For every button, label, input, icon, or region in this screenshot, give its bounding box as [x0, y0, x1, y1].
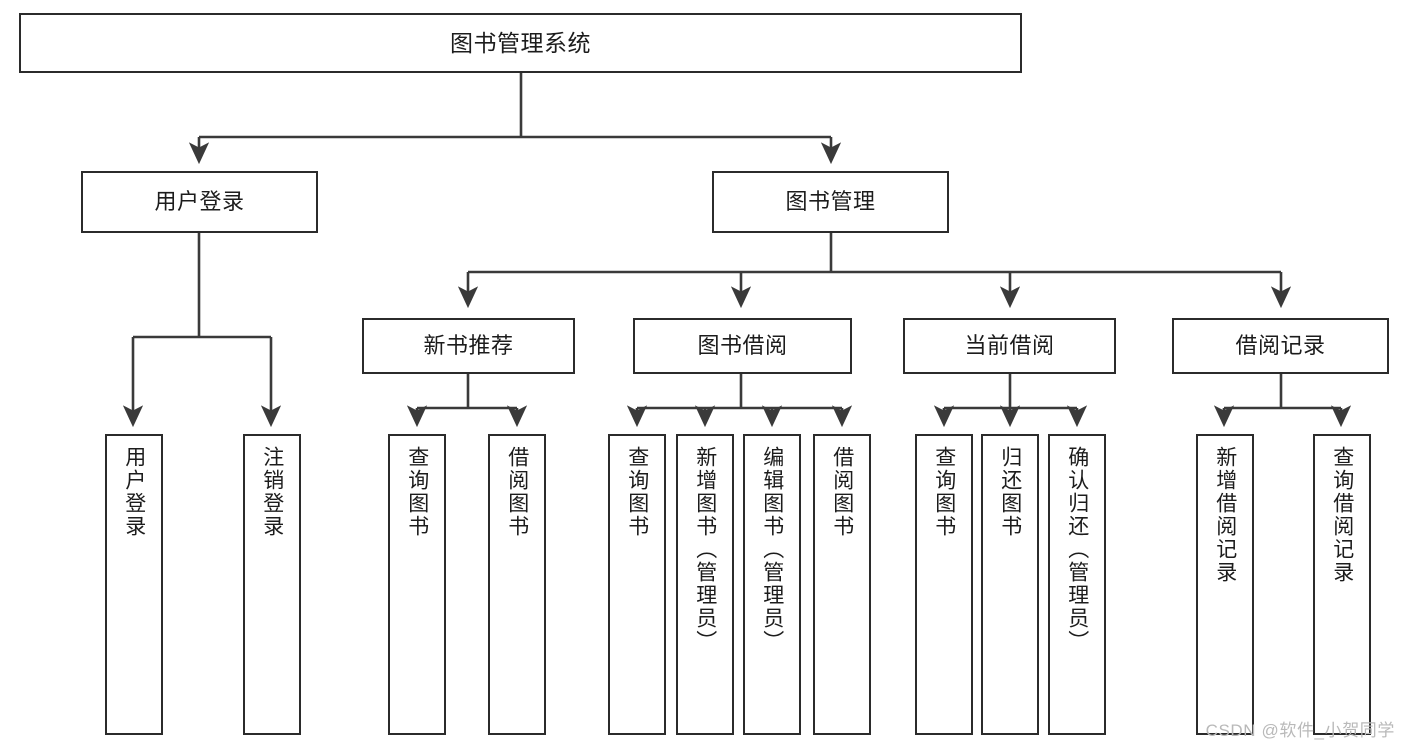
node-book-borrow[interactable]: 图书借阅: [633, 318, 852, 374]
node-current-borrow-label: 当前借阅: [964, 333, 1055, 359]
node-leaf-query-book-3[interactable]: 查询图书: [915, 434, 973, 735]
node-leaf-borrow-book-1-label: 借阅图书: [505, 446, 529, 538]
node-leaf-user-login[interactable]: 用户登录: [105, 434, 163, 735]
node-leaf-edit-book-label: 编辑图书（管理员）: [760, 446, 784, 653]
node-borrow-record-label: 借阅记录: [1235, 333, 1326, 359]
node-leaf-query-book-3-label: 查询图书: [932, 446, 956, 538]
node-leaf-confirm-return-label: 确认归还（管理员）: [1065, 446, 1089, 653]
node-leaf-query-book-1-label: 查询图书: [405, 446, 429, 538]
node-book-manage-label: 图书管理: [785, 189, 876, 215]
node-leaf-edit-book[interactable]: 编辑图书（管理员）: [743, 434, 801, 735]
node-leaf-query-record[interactable]: 查询借阅记录: [1313, 434, 1371, 735]
node-leaf-add-book[interactable]: 新增图书（管理员）: [676, 434, 734, 735]
node-leaf-add-record[interactable]: 新增借阅记录: [1196, 434, 1254, 735]
node-leaf-return-book[interactable]: 归还图书: [981, 434, 1039, 735]
node-leaf-add-record-label: 新增借阅记录: [1213, 446, 1237, 584]
node-leaf-return-book-label: 归还图书: [998, 446, 1022, 538]
node-leaf-query-book-2[interactable]: 查询图书: [608, 434, 666, 735]
node-root[interactable]: 图书管理系统: [19, 13, 1022, 73]
node-borrow-record[interactable]: 借阅记录: [1172, 318, 1389, 374]
node-leaf-borrow-book-2[interactable]: 借阅图书: [813, 434, 871, 735]
node-leaf-borrow-book-2-label: 借阅图书: [830, 446, 854, 538]
node-leaf-user-logout-label: 注销登录: [260, 446, 284, 538]
node-leaf-query-book-2-label: 查询图书: [625, 446, 649, 538]
node-leaf-confirm-return[interactable]: 确认归还（管理员）: [1048, 434, 1106, 735]
node-leaf-query-book-1[interactable]: 查询图书: [388, 434, 446, 735]
node-book-manage[interactable]: 图书管理: [712, 171, 949, 233]
node-leaf-user-logout[interactable]: 注销登录: [243, 434, 301, 735]
node-root-label: 图书管理系统: [450, 29, 591, 56]
node-leaf-add-book-label: 新增图书（管理员）: [693, 446, 717, 653]
node-new-book-recommend-label: 新书推荐: [423, 333, 514, 359]
watermark: CSDN @软件_小贺同学: [1205, 721, 1395, 740]
node-user-login[interactable]: 用户登录: [81, 171, 318, 233]
node-new-book-recommend[interactable]: 新书推荐: [362, 318, 575, 374]
node-current-borrow[interactable]: 当前借阅: [903, 318, 1116, 374]
node-book-borrow-label: 图书借阅: [697, 333, 788, 359]
node-leaf-borrow-book-1[interactable]: 借阅图书: [488, 434, 546, 735]
node-leaf-query-record-label: 查询借阅记录: [1330, 446, 1354, 584]
node-user-login-label: 用户登录: [154, 189, 245, 215]
node-leaf-user-login-label: 用户登录: [122, 446, 146, 538]
